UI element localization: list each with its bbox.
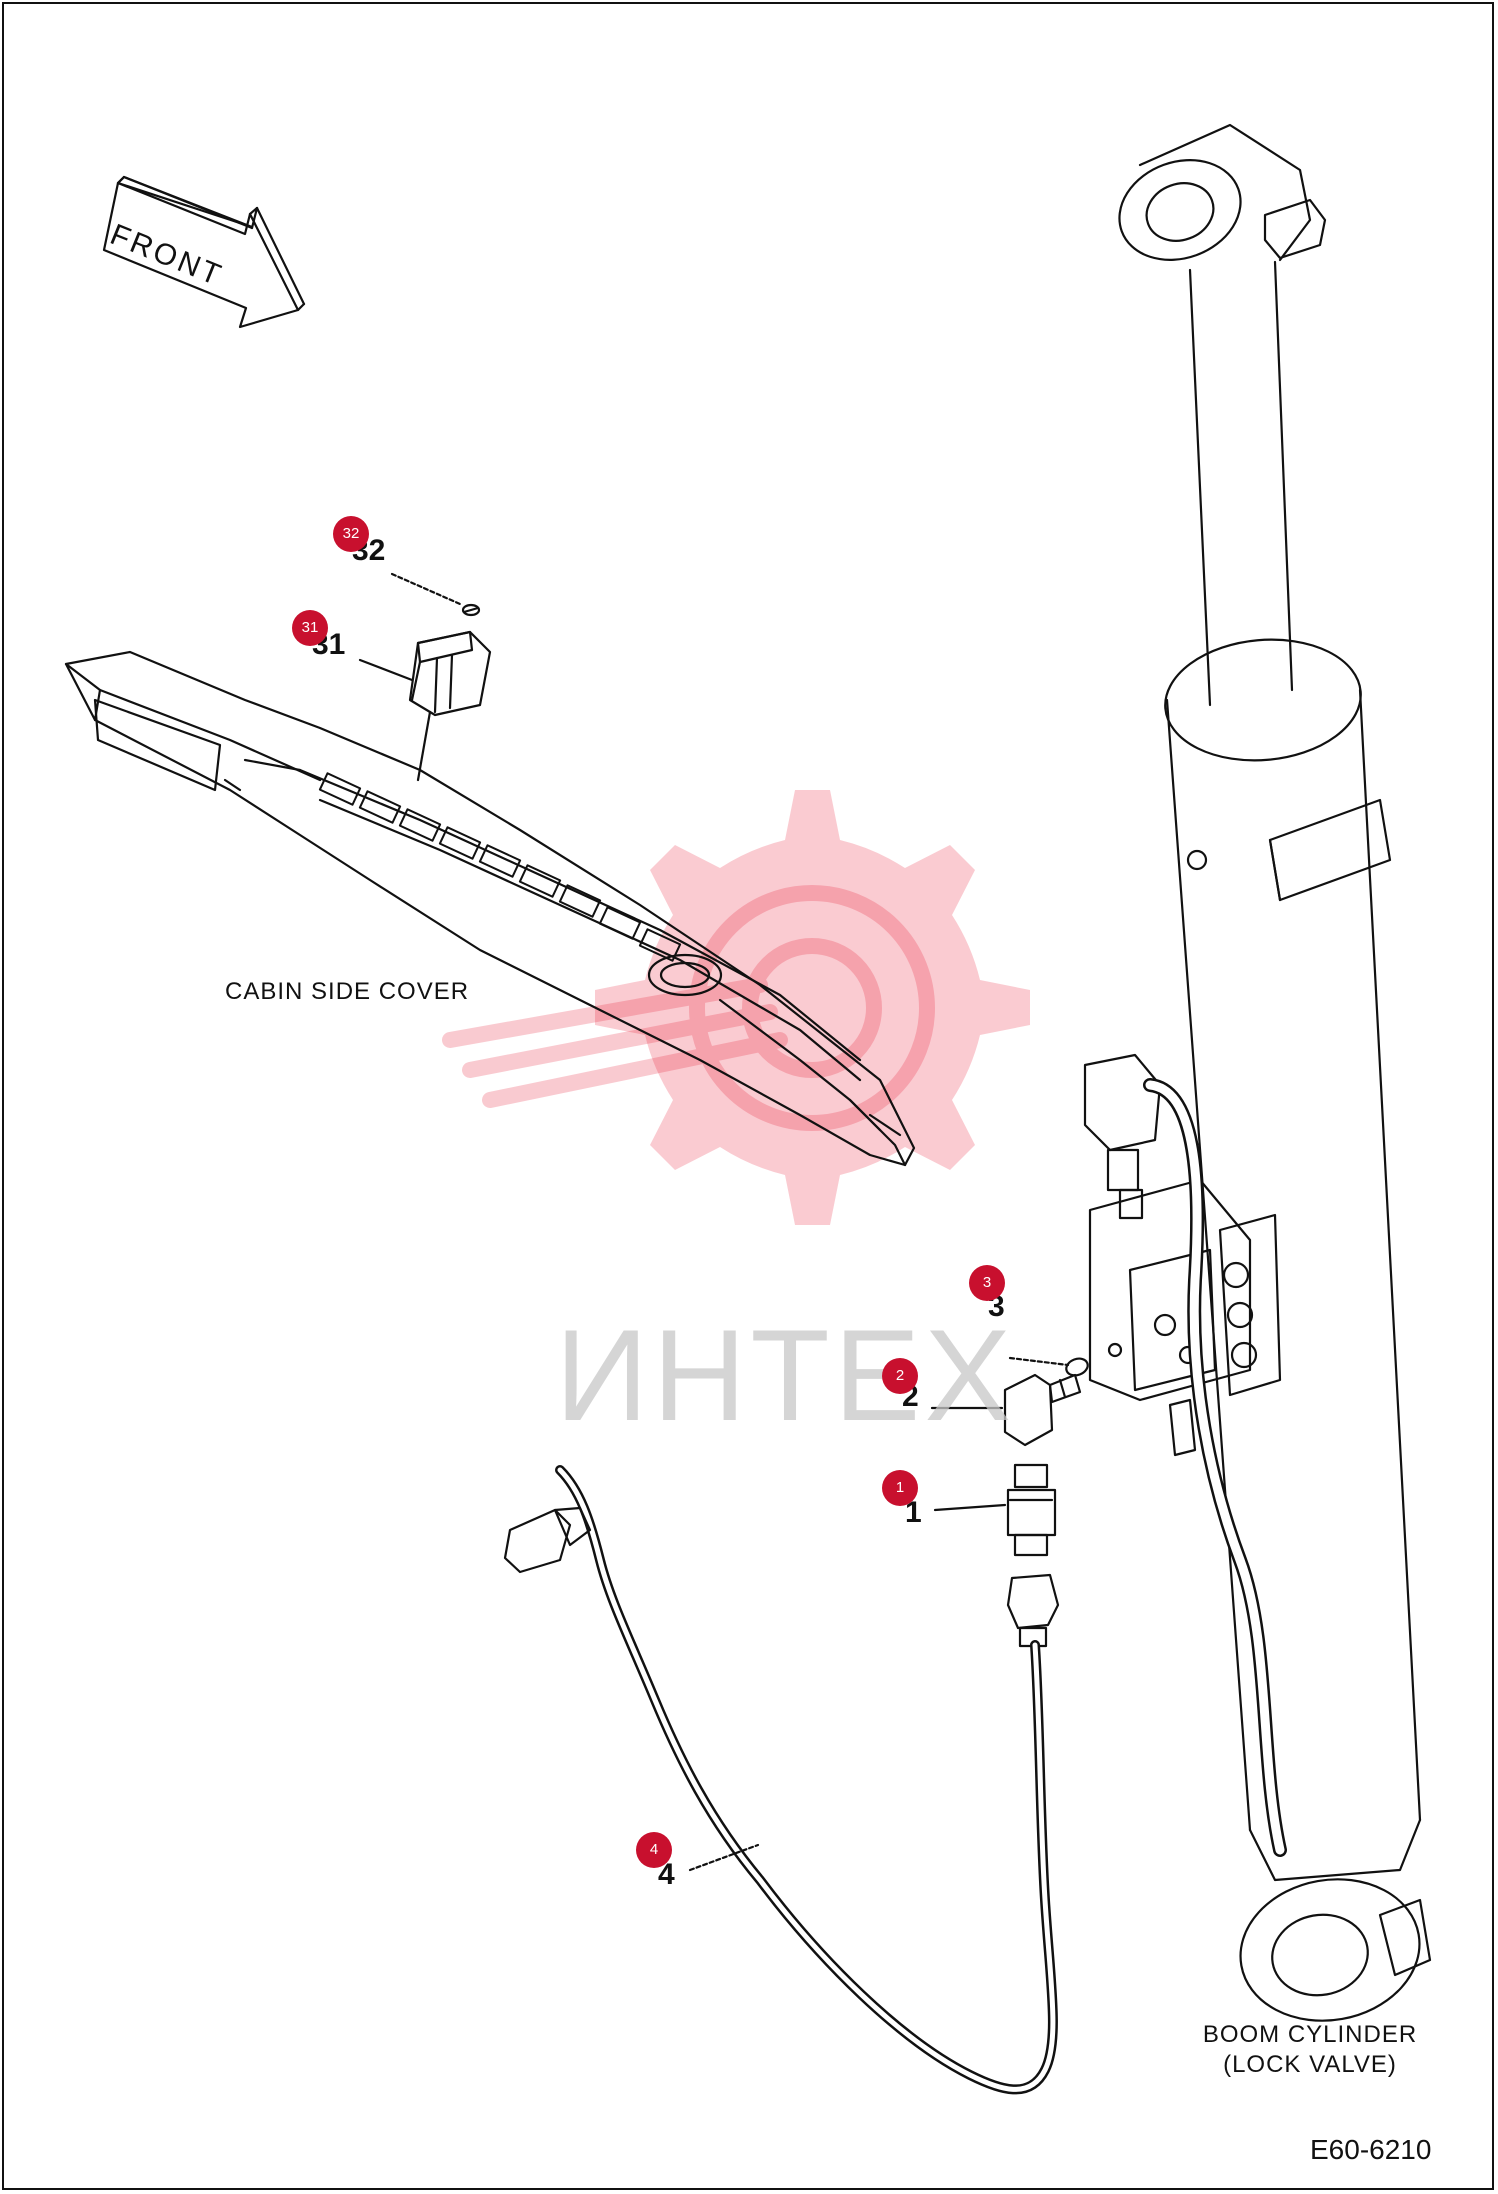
leader-31 [358, 658, 414, 682]
hotspot-badge-31[interactable]: 31 [292, 610, 328, 646]
leader-3 [1008, 1356, 1070, 1367]
boom-cylinder-label: BOOM CYLINDER (LOCK VALVE) [1180, 2020, 1440, 2080]
switch-31-shape [408, 630, 492, 717]
oring-3-shape [1065, 1357, 1089, 1377]
callout-number-1: 1 [905, 1496, 922, 1529]
watermark-text: ИНТЕХ [555, 1302, 1016, 1448]
front-arrow-shape [102, 175, 306, 329]
boom-label-line1: BOOM CYLINDER [1202, 2021, 1418, 2048]
callout-number-4: 4 [658, 1858, 675, 1891]
harness-4-shape [503, 1465, 1060, 2095]
boom-cylinder-shape [1083, 123, 1432, 2022]
watermark-gear [595, 790, 1030, 1225]
drawing-code: E60-6210 [1310, 2134, 1432, 2165]
leader-31-to-cover [416, 710, 432, 782]
cabin-side-cover-label: CABIN SIDE COVER [225, 978, 470, 1005]
sensor-1-shape [1006, 1463, 1057, 1557]
leader-1 [933, 1503, 1007, 1512]
hotspot-badge-1[interactable]: 1 [882, 1470, 918, 1506]
screw-32-shape [461, 603, 481, 617]
leader-4 [688, 1843, 760, 1872]
leader-32 [390, 572, 462, 606]
hotspot-badge-2[interactable]: 2 [882, 1358, 918, 1394]
boom-label-line2: (LOCK VALVE) [1223, 2051, 1397, 2078]
hotspot-badge-4[interactable]: 4 [636, 1832, 672, 1868]
cover-slots [318, 772, 682, 962]
hotspot-badge-3[interactable]: 3 [969, 1265, 1005, 1301]
hotspot-badge-32[interactable]: 32 [333, 516, 369, 552]
cabin-side-cover-shape [64, 650, 916, 1167]
adapter-2-shape [1003, 1373, 1082, 1447]
